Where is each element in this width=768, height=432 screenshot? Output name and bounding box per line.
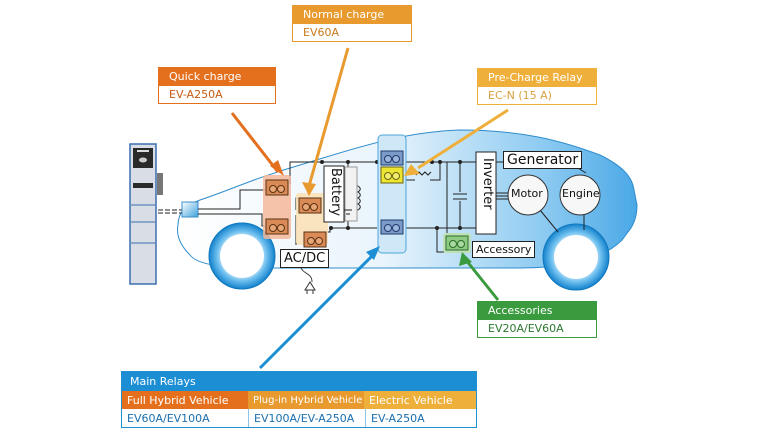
normal-charge-arrow: [307, 47, 350, 187]
quick-charge-title: Quick charge: [159, 68, 275, 86]
plugin-hybrid-header: Plug-in Hybrid Vehicle: [248, 391, 364, 409]
normal-charge-callout: Normal charge EV60A: [292, 5, 412, 42]
main-relays-title: Main Relays: [122, 372, 476, 391]
quick-charge-value: EV-A250A: [169, 88, 223, 101]
main-relay-top: [380, 150, 404, 166]
accessories-arrow: [464, 259, 500, 301]
charging-station: [129, 143, 185, 285]
inverter-text: Inverter: [480, 158, 495, 210]
full-hybrid-header: Full Hybrid Vehicle: [122, 391, 248, 409]
normal-charge-relay-bottom: [303, 231, 327, 248]
ac-dc-label: AC/DC: [280, 249, 330, 268]
motor-circle: [507, 174, 549, 216]
accessory-label: Accessory: [472, 241, 536, 258]
battery-symbol: [344, 166, 361, 222]
main-relay-bottom: [380, 219, 404, 235]
battery-box: [323, 165, 345, 223]
plugin-hybrid-value: EV100A/EV-A250A: [249, 409, 366, 427]
main-relays-header-row: Full Hybrid Vehicle Plug-in Hybrid Vehic…: [122, 391, 476, 409]
motor-label: Motor: [511, 187, 543, 200]
pre-charge-arrow: [417, 108, 509, 170]
leader-arrows: [230, 47, 509, 370]
engine-label: Engine: [562, 187, 600, 200]
pre-charge-relay-callout: Pre-Charge Relay EC-N (15 A): [477, 68, 597, 105]
charge-inlet: [181, 201, 199, 218]
wire-junctions: [320, 160, 462, 230]
electric-vehicle-value: EV-A250A: [371, 412, 425, 425]
inverter-label: Inverter: [476, 152, 496, 234]
quick-charge-arrow: [230, 112, 280, 173]
normal-charge-value: EV60A: [303, 26, 339, 39]
quick-charge-relay-bottom: [265, 218, 289, 235]
quick-charge-relay-top: [265, 179, 289, 196]
full-hybrid-value: EV60A/EV100A: [122, 409, 249, 427]
main-relays-value-row: EV60A/EV100A EV100A/EV-A250A EV-A250A: [122, 409, 476, 427]
accessory-relay: [445, 235, 469, 251]
plug-icon: [304, 281, 316, 294]
front-wheel: [208, 222, 276, 290]
accessories-title: Accessories: [478, 302, 596, 320]
electric-vehicle-header: Electric Vehicle: [364, 391, 476, 409]
main-relays-arrow: [258, 250, 378, 370]
pre-charge-relay-value: EC-N (15 A): [488, 89, 552, 102]
battery-text: Battery: [328, 168, 343, 217]
normal-charge-title: Normal charge: [293, 6, 411, 24]
quick-charge-callout: Quick charge EV-A250A: [158, 67, 276, 104]
inverter-box: [475, 151, 497, 235]
accessories-value: EV20A/EV60A: [488, 322, 564, 335]
rear-wheel: [542, 223, 610, 291]
generator-label: Generator: [503, 151, 583, 169]
pre-charge-relay-title: Pre-Charge Relay: [478, 69, 596, 87]
accessories-callout: Accessories EV20A/EV60A: [477, 301, 597, 338]
main-relays-table: Main Relays Full Hybrid Vehicle Plug-in …: [121, 371, 477, 428]
engine-circle: [559, 174, 601, 216]
battery-label: Battery: [324, 166, 343, 220]
normal-charge-relay-top: [298, 197, 322, 214]
pre-charge-relay: [380, 166, 404, 184]
